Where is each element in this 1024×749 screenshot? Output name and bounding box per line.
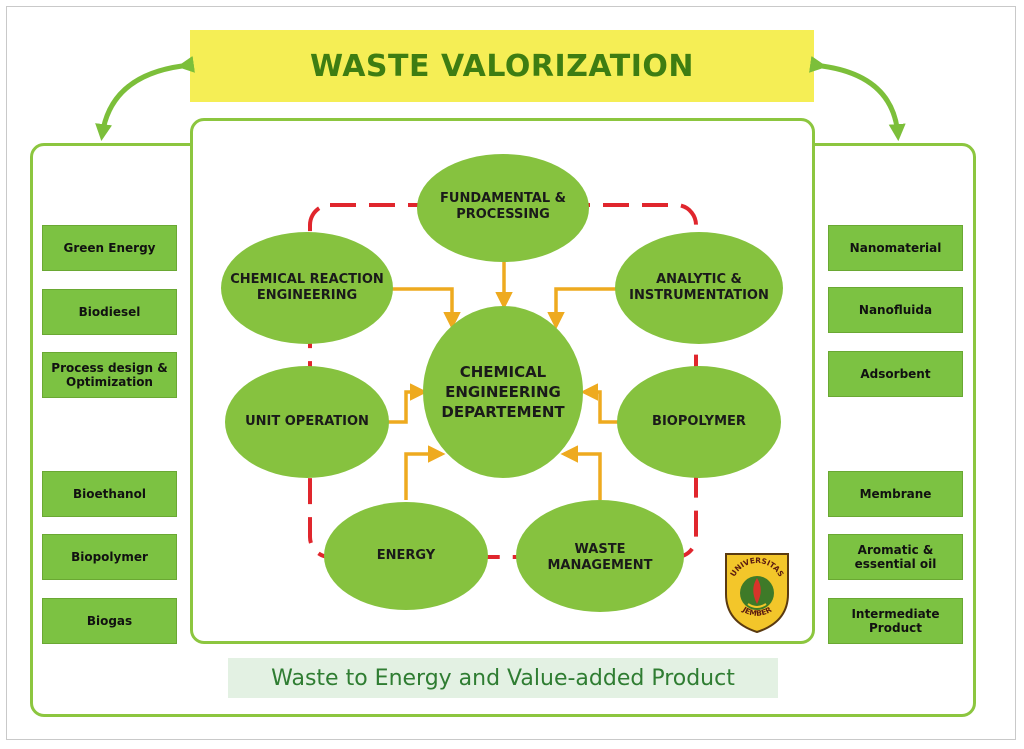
arrow-biopolymer [580,383,620,424]
svg-text:JEMBER: JEMBER [740,604,773,617]
label-fundamental: FUNDAMENTAL & PROCESSING [440,191,566,222]
left-item-green-energy: Green Energy [42,225,177,271]
right-item-adsorbent: Adsorbent [828,351,963,397]
page-frame [6,6,1016,740]
node-reaction [221,232,393,344]
arrow-energy [404,445,446,500]
node-center [423,306,583,478]
left-curved-arrow [95,55,195,142]
right-item-aromatic: Aromatic & essential oil [828,534,963,580]
arrow-unit-operation [388,383,428,424]
label-biopolymer: BIOPOLYMER [652,414,746,429]
left-item-biogas: Biogas [42,598,177,644]
label-reaction: CHEMICAL REACTION ENGINEERING [230,272,384,303]
node-unit-operation [225,366,389,478]
arrow-analytic [547,287,618,330]
left-item-bioethanol: Bioethanol [42,471,177,517]
arrow-reaction [388,287,461,330]
node-biopolymer [617,366,781,478]
node-energy [324,502,488,610]
node-fundamental [417,154,589,262]
university-logo: UNIVERSITAS JEMBER [725,553,789,634]
right-item-nanomaterial: Nanomaterial [828,225,963,271]
left-item-biopolymer: Biopolymer [42,534,177,580]
footer-text: Waste to Energy and Value-added Product [271,665,735,691]
label-center: CHEMICAL ENGINEERING DEPARTEMENT [441,363,565,421]
left-item-process-design: Process design & Optimization [42,352,177,398]
node-analytic [615,232,783,344]
right-curved-arrow [809,55,906,142]
label-unit-operation: UNIT OPERATION [245,414,369,429]
arrow-waste-management [560,445,602,500]
logo-text-bottom: JEMBER [740,604,773,617]
label-analytic: ANALYTIC & INSTRUMENTATION [629,272,769,303]
label-energy: ENERGY [376,548,436,563]
label-waste-management: WASTE MANAGEMENT [547,542,653,573]
node-waste-management [516,500,684,612]
right-item-membrane: Membrane [828,471,963,517]
right-item-nanofluida: Nanofluida [828,287,963,333]
right-item-intermediate: Intermediate Product [828,598,963,644]
title-banner: WASTE VALORIZATION [190,30,814,102]
diagram-title: WASTE VALORIZATION [309,48,695,84]
left-item-biodiesel: Biodiesel [42,289,177,335]
footer-banner: Waste to Energy and Value-added Product [228,658,778,698]
